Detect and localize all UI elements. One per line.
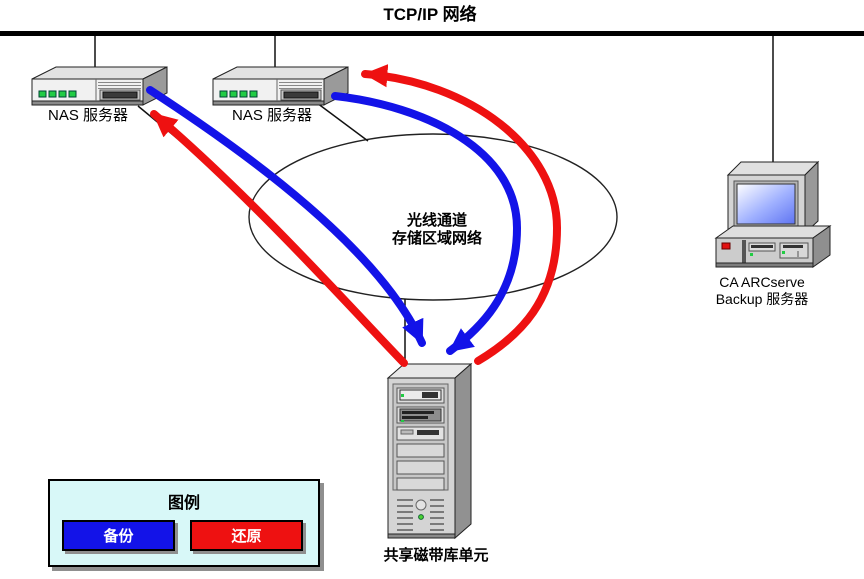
nas-server-2-label: NAS 服务器 — [231, 107, 313, 124]
restore-arrow-tape-to-nas2 — [361, 64, 562, 365]
tape-library-label: 共享磁带库单元 — [383, 547, 489, 564]
tcpip-network-line — [0, 31, 864, 36]
restore-arrow-tape-to-nas1 — [150, 110, 408, 367]
san-ellipse — [248, 133, 618, 301]
legend-backup-swatch: 备份 — [62, 520, 175, 551]
legend-title: 图例 — [167, 495, 201, 512]
backup-server-label-line2: Backup 服务器 — [715, 291, 809, 307]
backup-arrow-nas1-to-tape — [146, 86, 426, 347]
legend-restore-label: 还原 — [231, 528, 262, 545]
backup-arrow-nas2-to-tape — [331, 92, 522, 355]
backup-server-computer — [714, 160, 832, 268]
legend-backup-label: 备份 — [103, 528, 134, 545]
legend-restore-swatch: 还原 — [190, 520, 303, 551]
legend-box: 图例 备份 还原 — [48, 479, 320, 567]
network-title: TCP/IP 网络 — [383, 5, 477, 24]
nas-server-2 — [212, 66, 349, 106]
san-label-line2: 存储区域网络 — [391, 230, 483, 247]
backup-server-label-line1: CA ARCserve — [719, 274, 805, 290]
san-label-line1: 光线通道 — [406, 212, 468, 229]
nas-server-1 — [31, 66, 168, 106]
tape-library-unit — [386, 362, 473, 540]
nas-server-1-label: NAS 服务器 — [47, 107, 129, 124]
